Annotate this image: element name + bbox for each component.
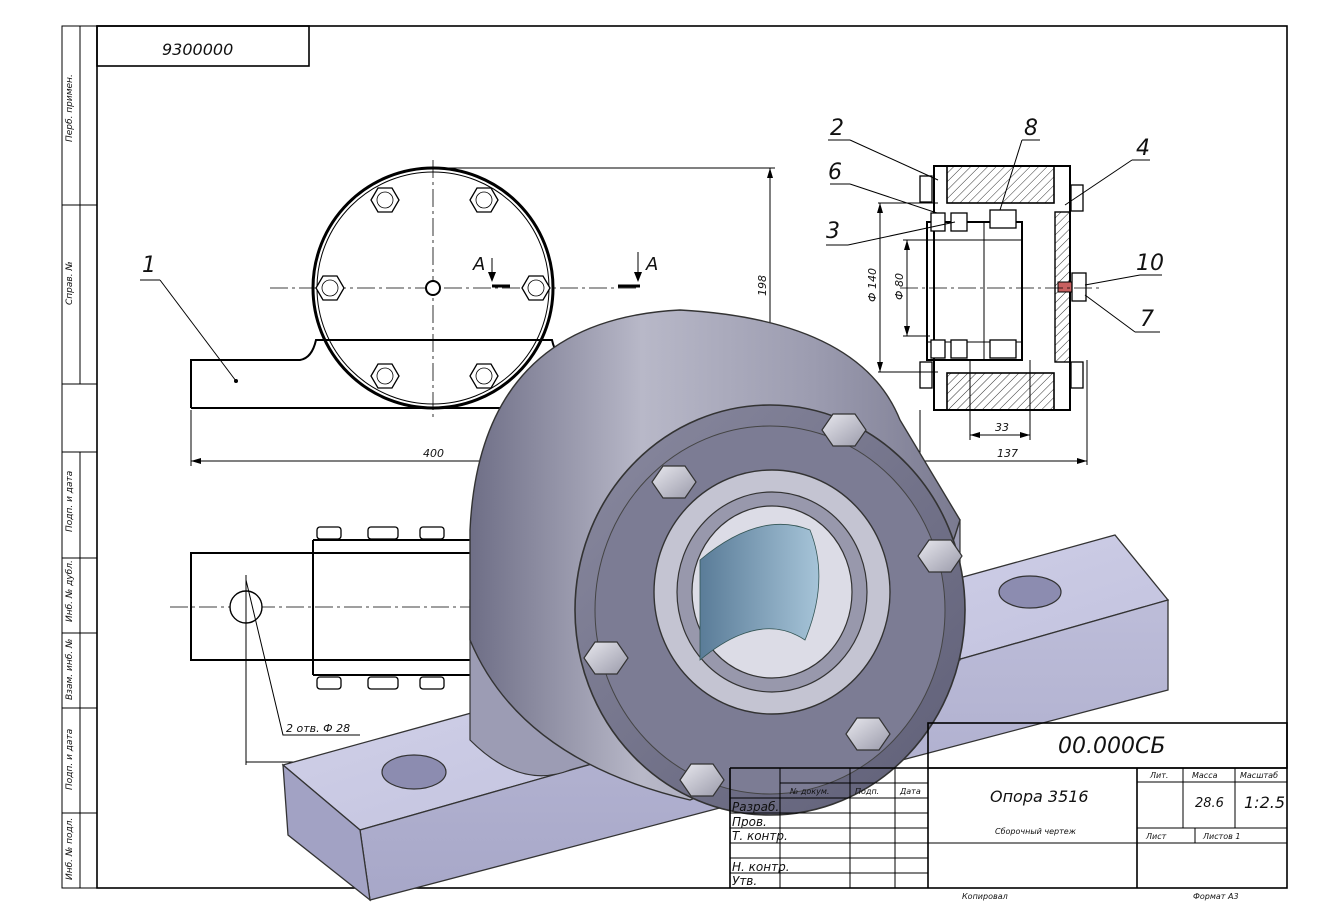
format-label: Формат А3: [1193, 892, 1239, 901]
lit-label: Лит.: [1149, 771, 1168, 780]
scale-value: 1:2.5: [1244, 793, 1285, 812]
designation: 00.000СБ: [1058, 734, 1165, 759]
row-tkontr: Т. контр.: [732, 829, 788, 843]
dim-400: 400: [423, 447, 444, 460]
doc-no-label: № докум.: [789, 787, 829, 796]
sidebar-label-inv-dubl: Инб. № дубл.: [65, 560, 75, 622]
row-nkontr: Н. контр.: [732, 860, 790, 874]
row-utv: Утв.: [732, 874, 757, 888]
dim-198: 198: [756, 275, 769, 296]
top-view: [170, 526, 472, 765]
mass-value: 28.6: [1195, 796, 1224, 811]
part-label-4: 4: [1136, 136, 1150, 161]
title-block: [729, 722, 1288, 888]
doc-type: Сборочный чертеж: [995, 827, 1077, 836]
part-label-3: 3: [826, 219, 840, 244]
section-view: [826, 139, 1162, 465]
sidebar-labels: Перб. примен. Справ. № Подп. и дата Инб.…: [65, 74, 75, 880]
sidebar-label-vzam-inv: Взам. инб. №: [65, 639, 75, 700]
top-code: 9300000: [162, 40, 233, 59]
row-prov: Пров.: [732, 815, 767, 829]
part-label-8: 8: [1024, 116, 1038, 141]
part-label-1: 1: [142, 253, 156, 278]
section-mark-right: A: [645, 254, 658, 275]
sidebar-label-sprav-no: Справ. №: [65, 261, 75, 305]
sidebar-label-podp-data-2: Подп. и дата: [65, 729, 75, 790]
part-name: Опора 3516: [990, 787, 1089, 806]
scale-label: Масштаб: [1240, 771, 1278, 780]
sign-label: Подп.: [855, 787, 879, 796]
dim-137: 137: [997, 447, 1018, 460]
part-label-6: 6: [828, 160, 842, 185]
copied-label: Копировал: [962, 892, 1008, 901]
sheets-label: Листов 1: [1202, 832, 1241, 841]
isometric-view: [281, 309, 1170, 902]
mass-label: Масса: [1192, 771, 1218, 780]
part-label-7: 7: [1140, 307, 1154, 332]
dim-dia-80: Ф 80: [893, 273, 906, 300]
date-label: Дата: [899, 787, 921, 796]
sidebar-label-perv-primen: Перб. примен.: [65, 74, 75, 142]
holes-note: 2 отв. Ф 28: [286, 722, 350, 735]
sheet-frame: [61, 25, 1288, 889]
sheet-label: Лист: [1145, 832, 1167, 841]
sidebar-label-inv-podl: Инб. № подл.: [65, 818, 75, 880]
row-razrab: Разраб.: [732, 800, 779, 814]
section-mark-left: A: [472, 254, 485, 275]
sidebar-label-podp-data-1: Подп. и дата: [65, 471, 75, 532]
dim-33: 33: [995, 421, 1009, 434]
part-label-10: 10: [1136, 251, 1164, 276]
part-label-2: 2: [830, 116, 844, 141]
dim-dia-140: Ф 140: [866, 268, 879, 302]
